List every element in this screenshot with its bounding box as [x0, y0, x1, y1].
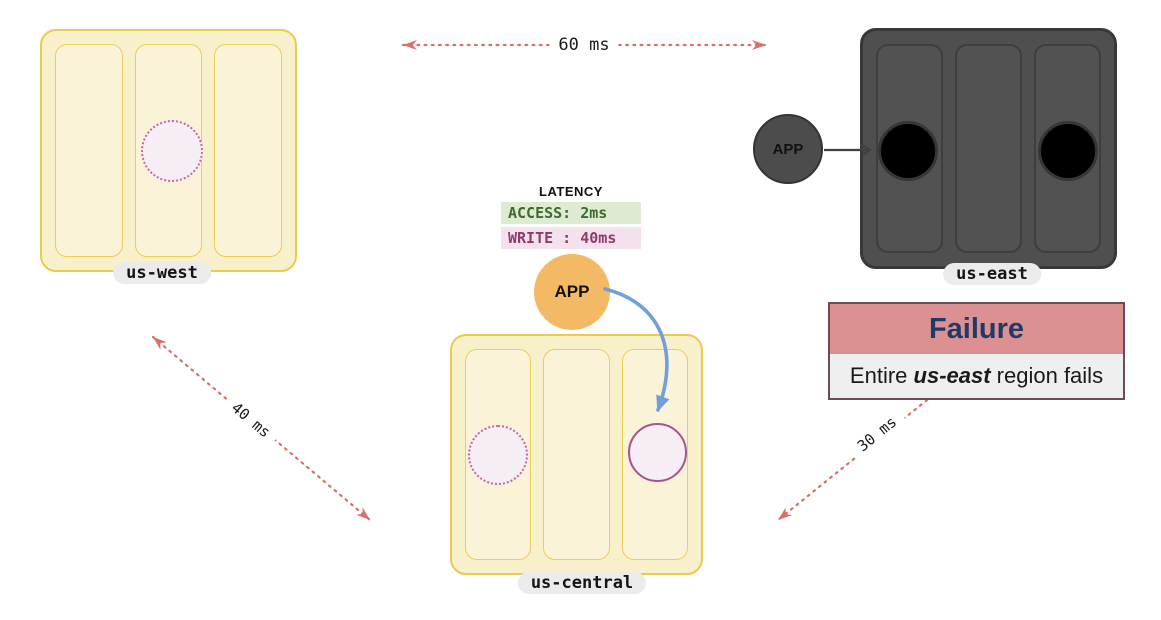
replica-placeholder-circle-us-central — [468, 425, 528, 485]
failure-card-body: Entire us-east region fails — [830, 354, 1123, 398]
latency-label-west-east: 60 ms — [549, 35, 619, 55]
app-node-east: APP — [753, 114, 823, 184]
zone — [214, 44, 283, 257]
app-write-arrow — [603, 287, 670, 412]
app-node-central: APP — [534, 254, 610, 330]
failure-body-suffix: region fails — [990, 363, 1104, 388]
failure-body-prefix: Entire — [849, 363, 914, 388]
latency-arrow-west-central — [151, 335, 372, 522]
zone — [55, 44, 123, 257]
zone — [543, 349, 610, 560]
latency-arrow-east-central — [776, 398, 929, 522]
failed-replica-circle-us-east-1 — [878, 121, 938, 181]
latency-access-row: ACCESS: 2ms — [501, 202, 641, 224]
failure-card-title: Failure — [830, 304, 1123, 354]
failure-body-emphasis: us-east — [913, 363, 991, 388]
region-label-us-west: us-west — [113, 262, 211, 284]
region-us-east — [860, 28, 1117, 269]
latency-panel-title: LATENCY — [539, 184, 603, 199]
latency-write-row: WRITE : 40ms — [501, 227, 641, 249]
failed-replica-circle-us-east-2 — [1038, 121, 1098, 181]
latency-panel: LATENCY ACCESS: 2ms WRITE : 40ms — [501, 184, 641, 252]
replica-placeholder-circle-us-west — [141, 120, 203, 182]
replica-circle-us-central — [628, 423, 687, 482]
region-label-us-central: us-central — [517, 572, 647, 594]
zone — [955, 44, 1022, 253]
failure-card: Failure Entire us-east region fails — [828, 302, 1125, 400]
region-label-us-east: us-east — [943, 263, 1041, 285]
